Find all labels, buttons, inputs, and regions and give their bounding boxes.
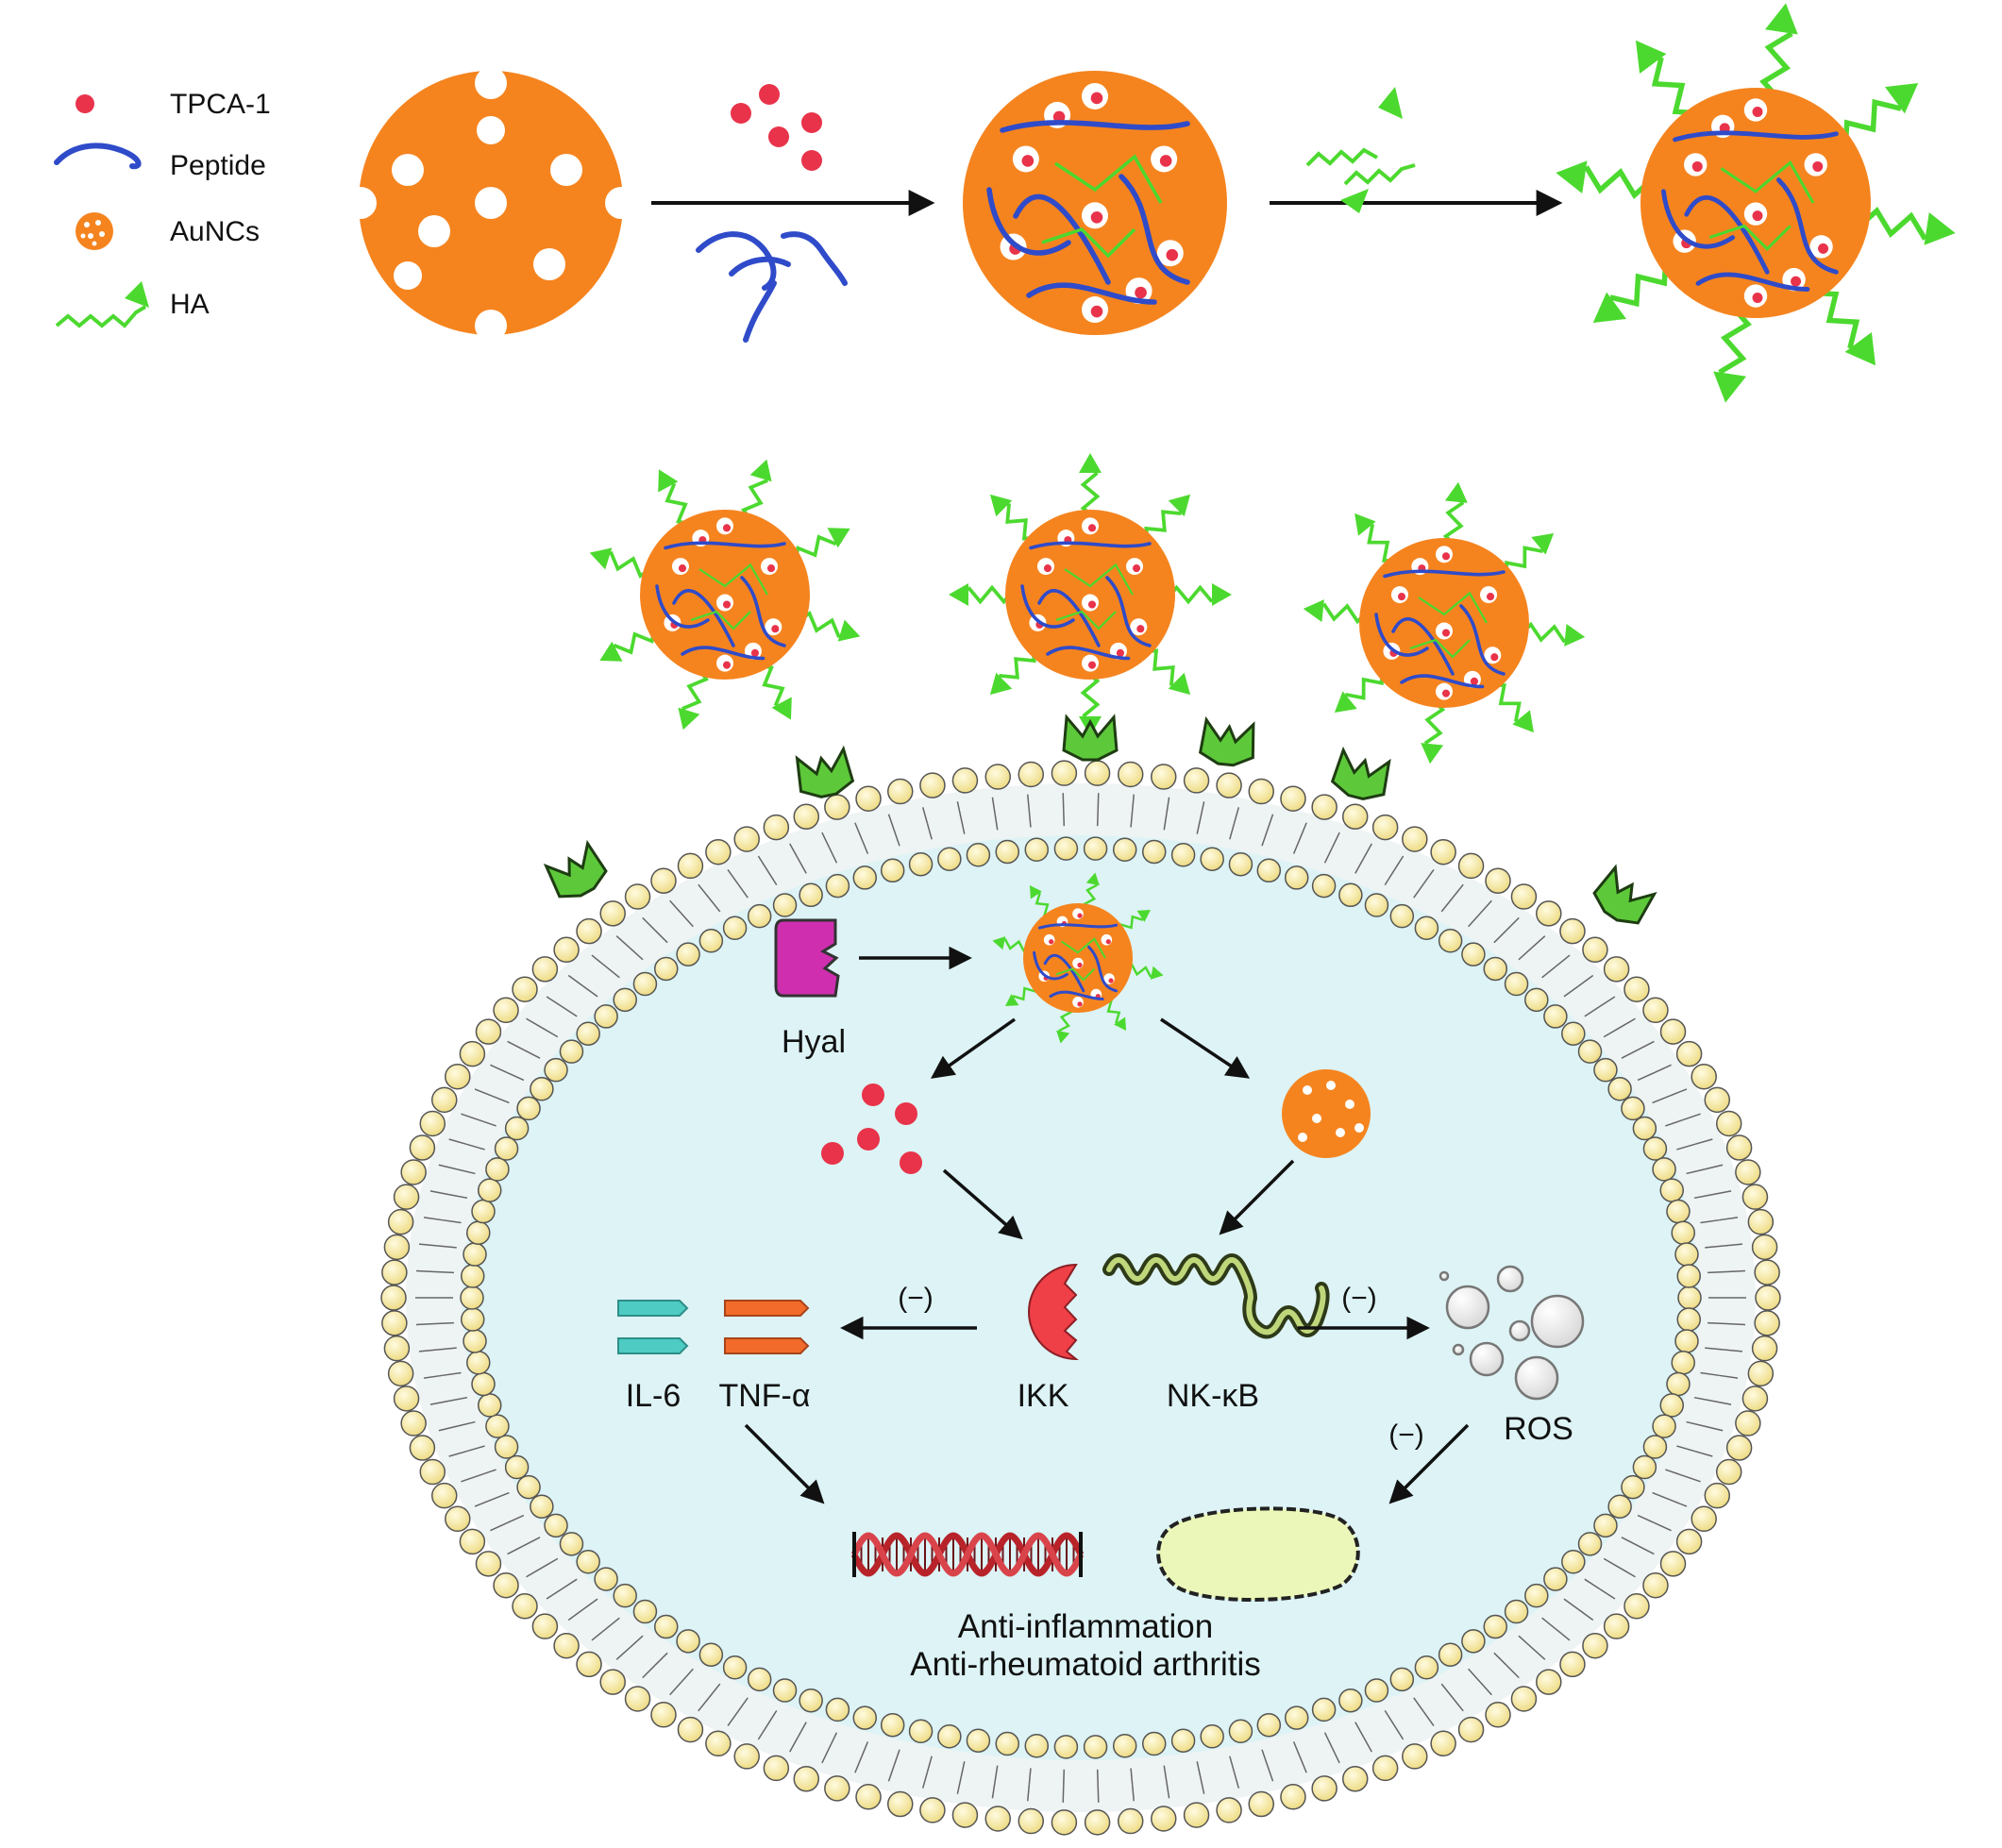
legend-aunc-label: AuNCs <box>170 216 260 247</box>
tpca-dot-icon <box>76 94 94 113</box>
ros-bubbles-icon <box>1438 1265 1585 1401</box>
released-aunc-icon <box>1282 1069 1371 1158</box>
ha-coated-nanoparticle <box>1556 3 1956 403</box>
ha-icon <box>55 281 149 328</box>
lipid-tails <box>415 793 1746 1803</box>
outcome-line-2: Anti-rheumatoid arthritis <box>910 1646 1261 1683</box>
ros-to-outcome-arrow <box>1388 1423 1470 1504</box>
tpca-cluster <box>731 84 822 171</box>
inhibit-label-right: (−) <box>1341 1283 1377 1314</box>
il6-icon <box>617 1300 689 1354</box>
inhibit-label-ros: (−) <box>1388 1420 1424 1451</box>
drug-release-arrow <box>930 1017 1017 1079</box>
legend-tpca-label: TPCA-1 <box>170 89 271 120</box>
cytokine-to-outcome-arrow <box>744 1423 825 1504</box>
outcome-line-1: Anti-inflammation <box>958 1608 1213 1645</box>
aunc-icon <box>76 212 113 250</box>
tnf-label: TNF-α <box>718 1378 810 1414</box>
ikk-icon <box>1028 1263 1079 1361</box>
cell <box>380 760 1781 1836</box>
cd44-receptors <box>543 714 1657 925</box>
nfkb-label: NK-κB <box>1167 1378 1259 1414</box>
nanoparticle-left <box>589 459 861 731</box>
nanoparticle-center <box>949 453 1232 736</box>
peptide-icon <box>54 143 142 170</box>
ikk-label: IKK <box>1018 1378 1069 1414</box>
legend-ha-label: HA <box>170 289 210 320</box>
aunc-to-nfkb-arrow <box>1219 1159 1295 1235</box>
il6-label: IL-6 <box>626 1378 681 1414</box>
nanoparticle-right <box>1303 481 1586 764</box>
inhibit-label-left: (−) <box>898 1283 934 1314</box>
mitochondrion-icon <box>1156 1506 1360 1602</box>
dna-helix-icon <box>850 1532 1085 1577</box>
tpca-to-ikk-arrow <box>942 1168 1023 1240</box>
nfkb-icon <box>1102 1253 1330 1339</box>
peptide-strands <box>696 231 848 343</box>
lipid-heads <box>380 760 1781 1836</box>
legend: TPCA-1 Peptide AuNCs HA <box>54 89 271 328</box>
tnf-alpha-icon <box>724 1300 810 1354</box>
ros-label: ROS <box>1504 1411 1573 1447</box>
cytoplasm <box>463 835 1699 1760</box>
released-tpca-dots <box>821 1084 922 1174</box>
legend-peptide-label: Peptide <box>170 150 266 181</box>
hyal-label: Hyal <box>782 1024 846 1060</box>
porous-aunc-particle <box>345 67 637 342</box>
aunc-release-arrow <box>1160 1017 1251 1079</box>
internalized-nanoparticle <box>992 872 1164 1044</box>
ha-strands <box>1305 87 1416 213</box>
hyaluronidase-icon <box>774 918 840 998</box>
drug-loaded-particle <box>963 71 1227 335</box>
